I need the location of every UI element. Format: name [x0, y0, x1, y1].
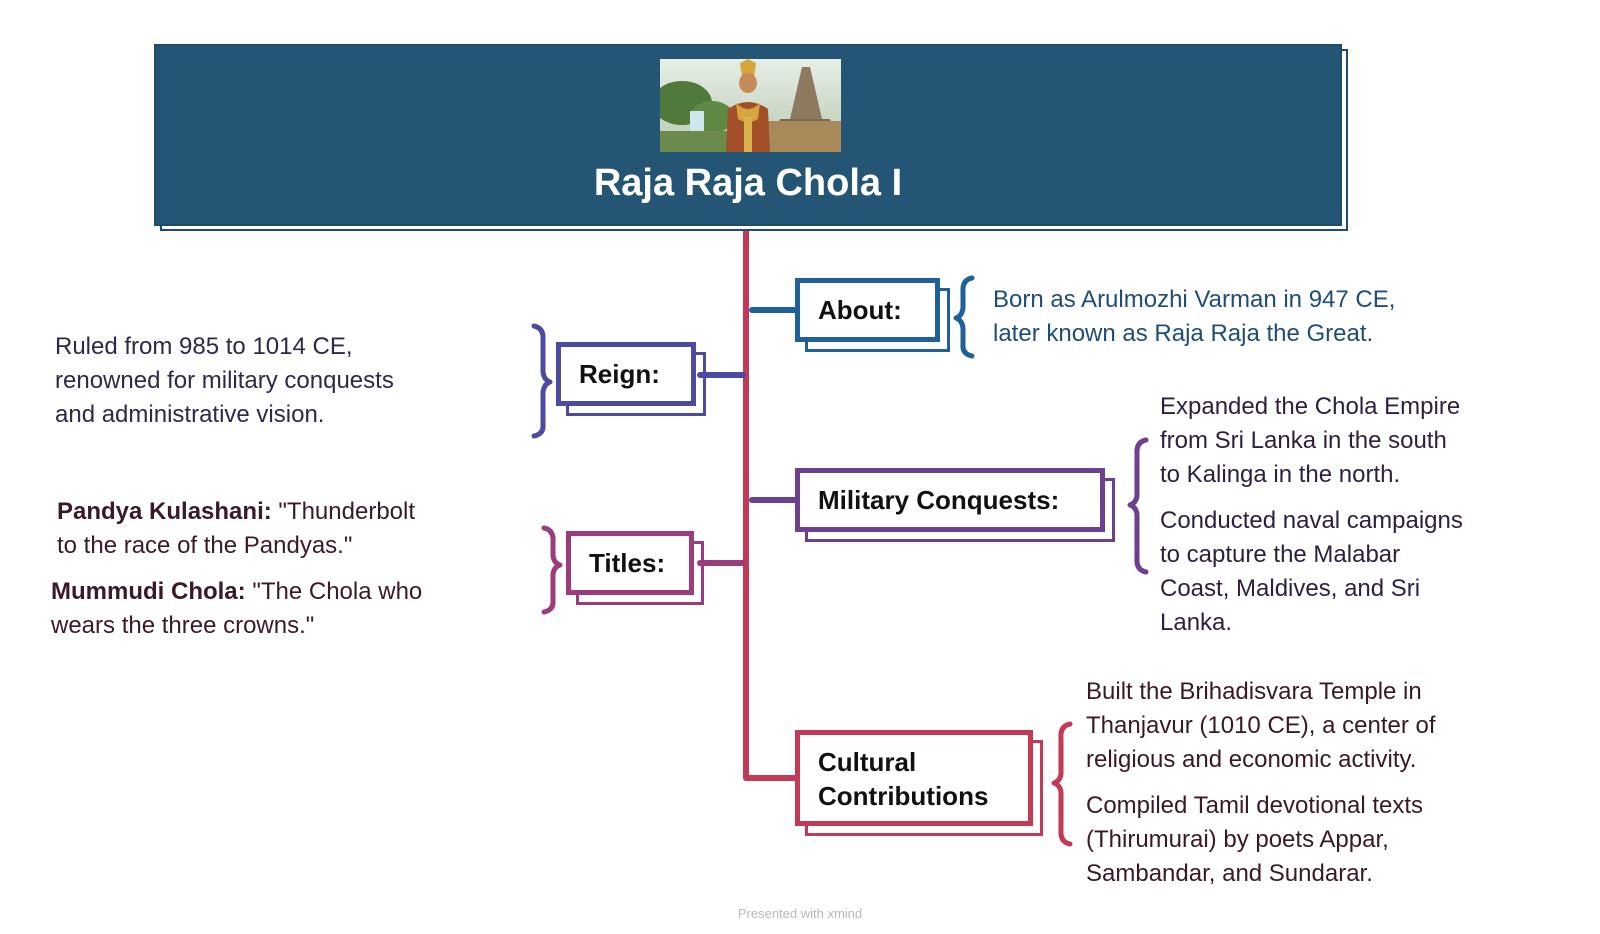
cultural-label-1: Cultural	[818, 747, 917, 777]
about-note: Born as Arulmozhi Varman in 947 CE, late…	[993, 283, 1395, 351]
cultural-label-2: Contributions	[818, 781, 989, 811]
military-line-7: Lanka.	[1160, 609, 1233, 636]
cultural-line-5: (Thirumurai) by poets Appar,	[1086, 826, 1389, 853]
military-line-1: Expanded the Chola Empire	[1160, 393, 1461, 420]
titles-item-1: Pandya Kulashani: "Thunderbolt to the ra…	[57, 495, 415, 563]
trunk-line	[743, 225, 799, 781]
reign-line-3: and administrative vision.	[55, 401, 325, 428]
topic-reign[interactable]	[556, 342, 696, 406]
topic-titles[interactable]	[566, 531, 694, 595]
title-text-2a: "The Chola who	[252, 578, 423, 605]
topic-about-label: About:	[818, 295, 902, 325]
military-note-1: Expanded the Chola Empire from Sri Lanka…	[1160, 390, 1460, 492]
title-text-1a: "Thunderbolt	[278, 498, 416, 525]
topic-military-conquests[interactable]	[795, 468, 1105, 532]
cultural-line-4: Compiled Tamil devotional texts	[1086, 792, 1424, 819]
topic-cultural-contributions[interactable]	[795, 730, 1033, 826]
title-name-2: Mummudi Chola:	[51, 578, 246, 605]
about-line-2: later known as Raja Raja the Great.	[993, 320, 1374, 347]
brace-military	[1127, 437, 1149, 575]
cultural-line-6: Sambandar, and Sundarar.	[1086, 860, 1373, 887]
military-note-2: Conducted naval campaigns to capture the…	[1160, 504, 1463, 640]
portrait-image	[660, 59, 841, 152]
cultural-line-2: Thanjavur (1010 CE), a center of	[1086, 712, 1436, 739]
topic-cultural-label: Cultural Contributions	[818, 745, 988, 813]
brace-about	[953, 275, 975, 359]
brace-titles	[541, 525, 563, 615]
page-title: Raja Raja Chola I	[593, 162, 903, 204]
cultural-line-1: Built the Brihadisvara Temple in	[1086, 678, 1422, 705]
military-line-6: Coast, Maldives, and Sri	[1160, 575, 1421, 602]
military-line-4: Conducted naval campaigns	[1160, 507, 1463, 534]
topic-about[interactable]	[795, 278, 940, 342]
topic-reign-label: Reign:	[579, 359, 660, 389]
title-name-1: Pandya Kulashani:	[57, 498, 272, 525]
titles-item-2: Mummudi Chola: "The Chola who wears the …	[51, 575, 422, 643]
topic-military-label: Military Conquests:	[818, 485, 1060, 515]
brace-reign	[531, 323, 553, 439]
reign-line-2: renowned for military conquests	[55, 367, 394, 394]
reign-note: Ruled from 985 to 1014 CE, renowned for …	[55, 330, 394, 432]
cultural-note-2: Compiled Tamil devotional texts (Thirumu…	[1086, 789, 1423, 891]
military-line-2: from Sri Lanka in the south	[1160, 427, 1447, 454]
title-text-1b: to the race of the Pandyas."	[57, 532, 353, 559]
about-line-1: Born as Arulmozhi Varman in 947 CE,	[993, 286, 1396, 313]
military-line-5: to capture the Malabar	[1160, 541, 1401, 568]
military-line-3: to Kalinga in the north.	[1160, 461, 1401, 488]
topic-titles-label: Titles:	[589, 548, 666, 578]
reign-line-1: Ruled from 985 to 1014 CE,	[55, 333, 353, 360]
cultural-note-1: Built the Brihadisvara Temple in Thanjav…	[1086, 675, 1436, 777]
brace-cultural	[1051, 721, 1073, 847]
title-text-2b: wears the three crowns."	[51, 612, 315, 639]
cultural-line-3: religious and economic activity.	[1086, 746, 1417, 773]
watermark: Presented with xmind	[737, 906, 863, 921]
